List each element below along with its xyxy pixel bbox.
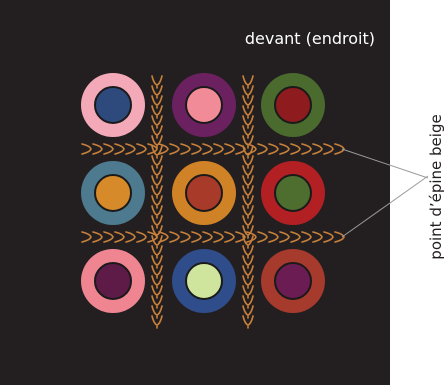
circle-inner (274, 86, 312, 124)
vertical-stitch-column (242, 75, 254, 329)
circle-inner (185, 86, 223, 124)
panel-title: devant (endroit) (245, 29, 375, 48)
circle-inner (94, 86, 132, 124)
circle-inner (94, 262, 132, 300)
leader-line (341, 148, 429, 179)
leader-line (341, 175, 429, 238)
herringbone-stitches (81, 75, 345, 329)
stitch-label: point d’épine beige (427, 114, 445, 259)
circle-inner (94, 174, 132, 212)
circle-inner (274, 262, 312, 300)
circle-inner (185, 262, 223, 300)
horizontal-stitch-row (81, 231, 345, 243)
leader-lines (341, 148, 429, 238)
circle-grid (81, 73, 325, 313)
vertical-stitch-column (151, 75, 163, 329)
circle-inner (185, 174, 223, 212)
horizontal-stitch-row (81, 143, 345, 155)
circle-inner (274, 174, 312, 212)
